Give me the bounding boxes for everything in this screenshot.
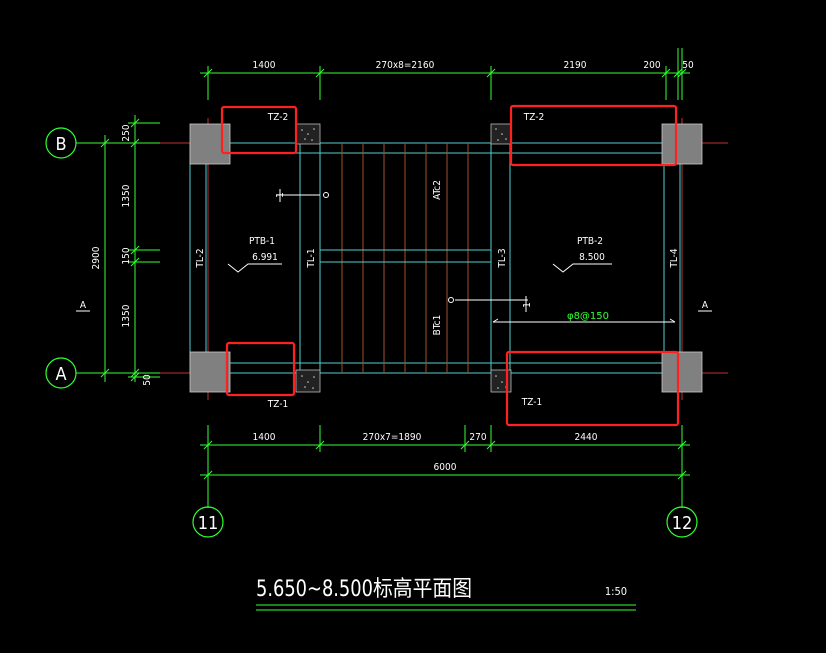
highlight-tz2-left bbox=[220, 105, 298, 155]
axis-label-11: 11 bbox=[198, 513, 219, 534]
drawing-title: 5.650~8.500标高平面图 bbox=[256, 577, 472, 602]
dim-left-3: 150 bbox=[121, 247, 132, 264]
label-ptb1: PTB-1 bbox=[249, 236, 275, 247]
dim-bottom-3: 270 bbox=[469, 432, 486, 443]
axis-lines bbox=[160, 118, 728, 400]
section-cut-marks bbox=[76, 189, 712, 312]
elevation-markers bbox=[227, 263, 612, 273]
label-stair-upper: ATc2 bbox=[432, 180, 443, 200]
axis-bubble-a bbox=[45, 357, 77, 389]
dimension-lines bbox=[76, 48, 690, 508]
axis-label-a: A bbox=[55, 364, 66, 385]
label-tl2: TL-2 bbox=[195, 248, 206, 268]
label-tz1-right: TZ-1 bbox=[521, 397, 542, 408]
label-section-right: A bbox=[702, 300, 709, 311]
stair-treads bbox=[320, 143, 491, 373]
columns bbox=[189, 123, 703, 393]
dim-left-5: 50 bbox=[142, 374, 153, 386]
drawing-scale: 1:50 bbox=[605, 585, 627, 598]
dim-left-total: 2900 bbox=[91, 246, 102, 269]
axis-bubbles bbox=[45, 127, 698, 538]
label-stair-lower: BTc1 bbox=[432, 315, 443, 336]
dim-left-4: 1350 bbox=[121, 304, 132, 327]
label-rebar: φ8@150 bbox=[567, 311, 609, 322]
highlight-boxes bbox=[220, 104, 680, 427]
axis-label-b: B bbox=[55, 134, 66, 155]
dim-bottom-2: 270x7=1890 bbox=[363, 432, 422, 443]
dim-bottom-4: 2440 bbox=[575, 432, 598, 443]
title-underline bbox=[256, 604, 636, 611]
label-ptb2-elev: 8.500 bbox=[579, 252, 605, 263]
dim-top-1: 1400 bbox=[253, 60, 276, 71]
axis-bubble-b bbox=[45, 127, 77, 159]
label-cut-mark-1: 1 bbox=[275, 192, 286, 198]
highlight-tz2-right bbox=[509, 104, 678, 167]
column-a11 bbox=[189, 351, 231, 393]
dim-top-4: 200 bbox=[643, 60, 660, 71]
dim-top-5: 50 bbox=[682, 60, 694, 71]
label-cut-mark-2: 1 bbox=[522, 302, 533, 308]
dim-top-3: 2190 bbox=[564, 60, 587, 71]
column-b11 bbox=[189, 123, 231, 165]
dim-bottom-total: 6000 bbox=[434, 462, 457, 473]
post-hatches bbox=[295, 123, 512, 393]
column-a12 bbox=[661, 351, 703, 393]
label-tl3: TL-3 bbox=[497, 248, 508, 268]
column-b12 bbox=[661, 123, 703, 165]
label-ptb2: PTB-2 bbox=[577, 236, 603, 247]
stair-rails bbox=[320, 249, 491, 263]
cut-dots bbox=[323, 192, 454, 303]
label-tz2-right: TZ-2 bbox=[523, 112, 544, 123]
axis-bubble-12 bbox=[666, 506, 698, 538]
label-tl4: TL-4 bbox=[669, 248, 680, 269]
label-ptb1-elev: 6.991 bbox=[252, 252, 278, 263]
post-dots bbox=[301, 128, 507, 389]
label-section-left: A bbox=[80, 300, 87, 311]
dim-bottom-1: 1400 bbox=[253, 432, 276, 443]
axis-bubble-11 bbox=[192, 506, 224, 538]
dim-left-1: 250 bbox=[121, 124, 132, 141]
highlight-tz1-left bbox=[225, 341, 296, 397]
dim-top-2: 270x8=2160 bbox=[376, 60, 435, 71]
label-tl1: TL-1 bbox=[306, 248, 317, 268]
rebar-line bbox=[492, 318, 676, 323]
label-tz2-left: TZ-2 bbox=[267, 112, 288, 123]
dim-left-2: 1350 bbox=[121, 184, 132, 207]
highlight-tz1-right bbox=[505, 350, 680, 427]
label-tz1-left: TZ-1 bbox=[267, 399, 288, 410]
axis-label-12: 12 bbox=[672, 513, 693, 534]
